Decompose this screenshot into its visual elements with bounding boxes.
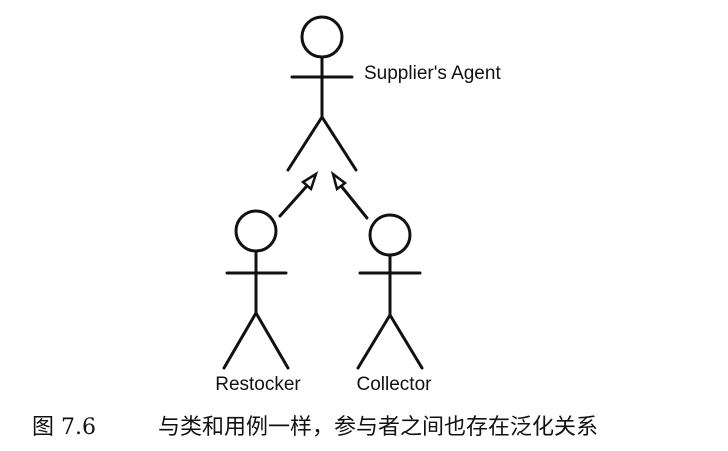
actor-head — [300, 15, 344, 59]
actor-label-restocker: Restocker — [215, 374, 301, 395]
generalization-collector-to-agent — [330, 170, 369, 220]
actor-collector: Collector — [356, 213, 433, 395]
generalization-line — [278, 185, 308, 218]
figure-caption: 图 7.6 与类和用例一样，参与者之间也存在泛化关系 — [32, 415, 598, 440]
actor-head — [368, 213, 412, 257]
actor-right-leg — [388, 313, 424, 370]
hollow-triangle-arrowhead — [300, 171, 319, 192]
actor-right-leg — [320, 115, 358, 172]
actor-head — [234, 209, 278, 253]
actor-left-leg — [356, 313, 392, 370]
hollow-triangle-arrowhead — [330, 170, 348, 192]
generalization-line — [340, 185, 369, 220]
actor-left-leg — [286, 115, 324, 172]
actor-label-suppliers-agent: Supplier's Agent — [364, 63, 501, 84]
actor-suppliers-agent: Supplier's Agent — [286, 15, 501, 172]
caption-text: 与类和用例一样，参与者之间也存在泛化关系 — [158, 415, 598, 440]
caption-figure-number: 图 7.6 — [32, 415, 96, 440]
actor-right-leg — [254, 311, 290, 370]
actor-label-collector: Collector — [357, 374, 433, 395]
actor-left-leg — [222, 311, 258, 370]
actor-restocker: Restocker — [215, 209, 301, 395]
generalization-restocker-to-agent — [278, 171, 319, 218]
